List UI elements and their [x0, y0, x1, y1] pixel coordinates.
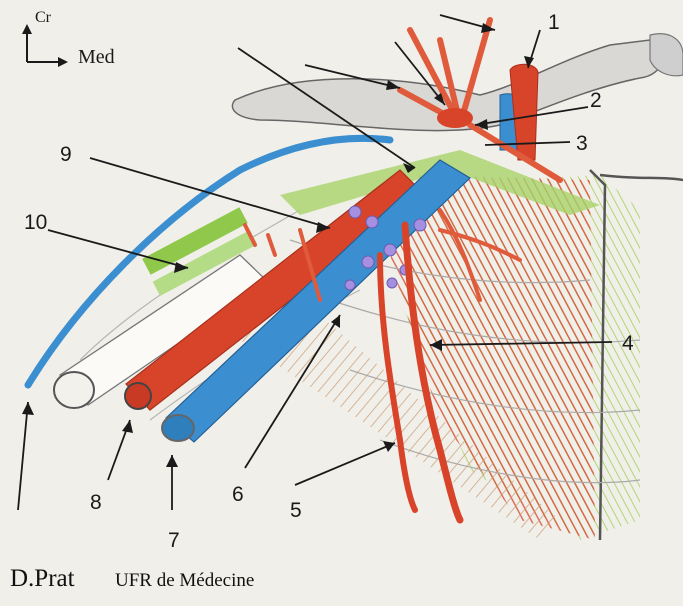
thoraco-acromial-trunk: [437, 108, 473, 128]
label-4: 4: [622, 333, 634, 354]
label-9: 9: [60, 144, 72, 165]
label-8: 8: [90, 492, 102, 513]
white-tube-end: [54, 372, 94, 408]
credit-author: D.Prat: [10, 566, 75, 591]
axillary-vein-end: [162, 415, 194, 441]
axillary-artery-end: [125, 383, 151, 409]
medial-label: Med: [78, 47, 115, 67]
label-5: 5: [290, 500, 302, 521]
label-10: 10: [24, 212, 47, 233]
label-6: 6: [232, 484, 244, 505]
cranial-label: Cr: [35, 10, 51, 26]
label-2: 2: [590, 90, 602, 111]
credit-institution: UFR de Médecine: [115, 571, 254, 590]
label-3: 3: [576, 133, 588, 154]
label-1: 1: [548, 12, 560, 33]
label-7: 7: [168, 530, 180, 551]
